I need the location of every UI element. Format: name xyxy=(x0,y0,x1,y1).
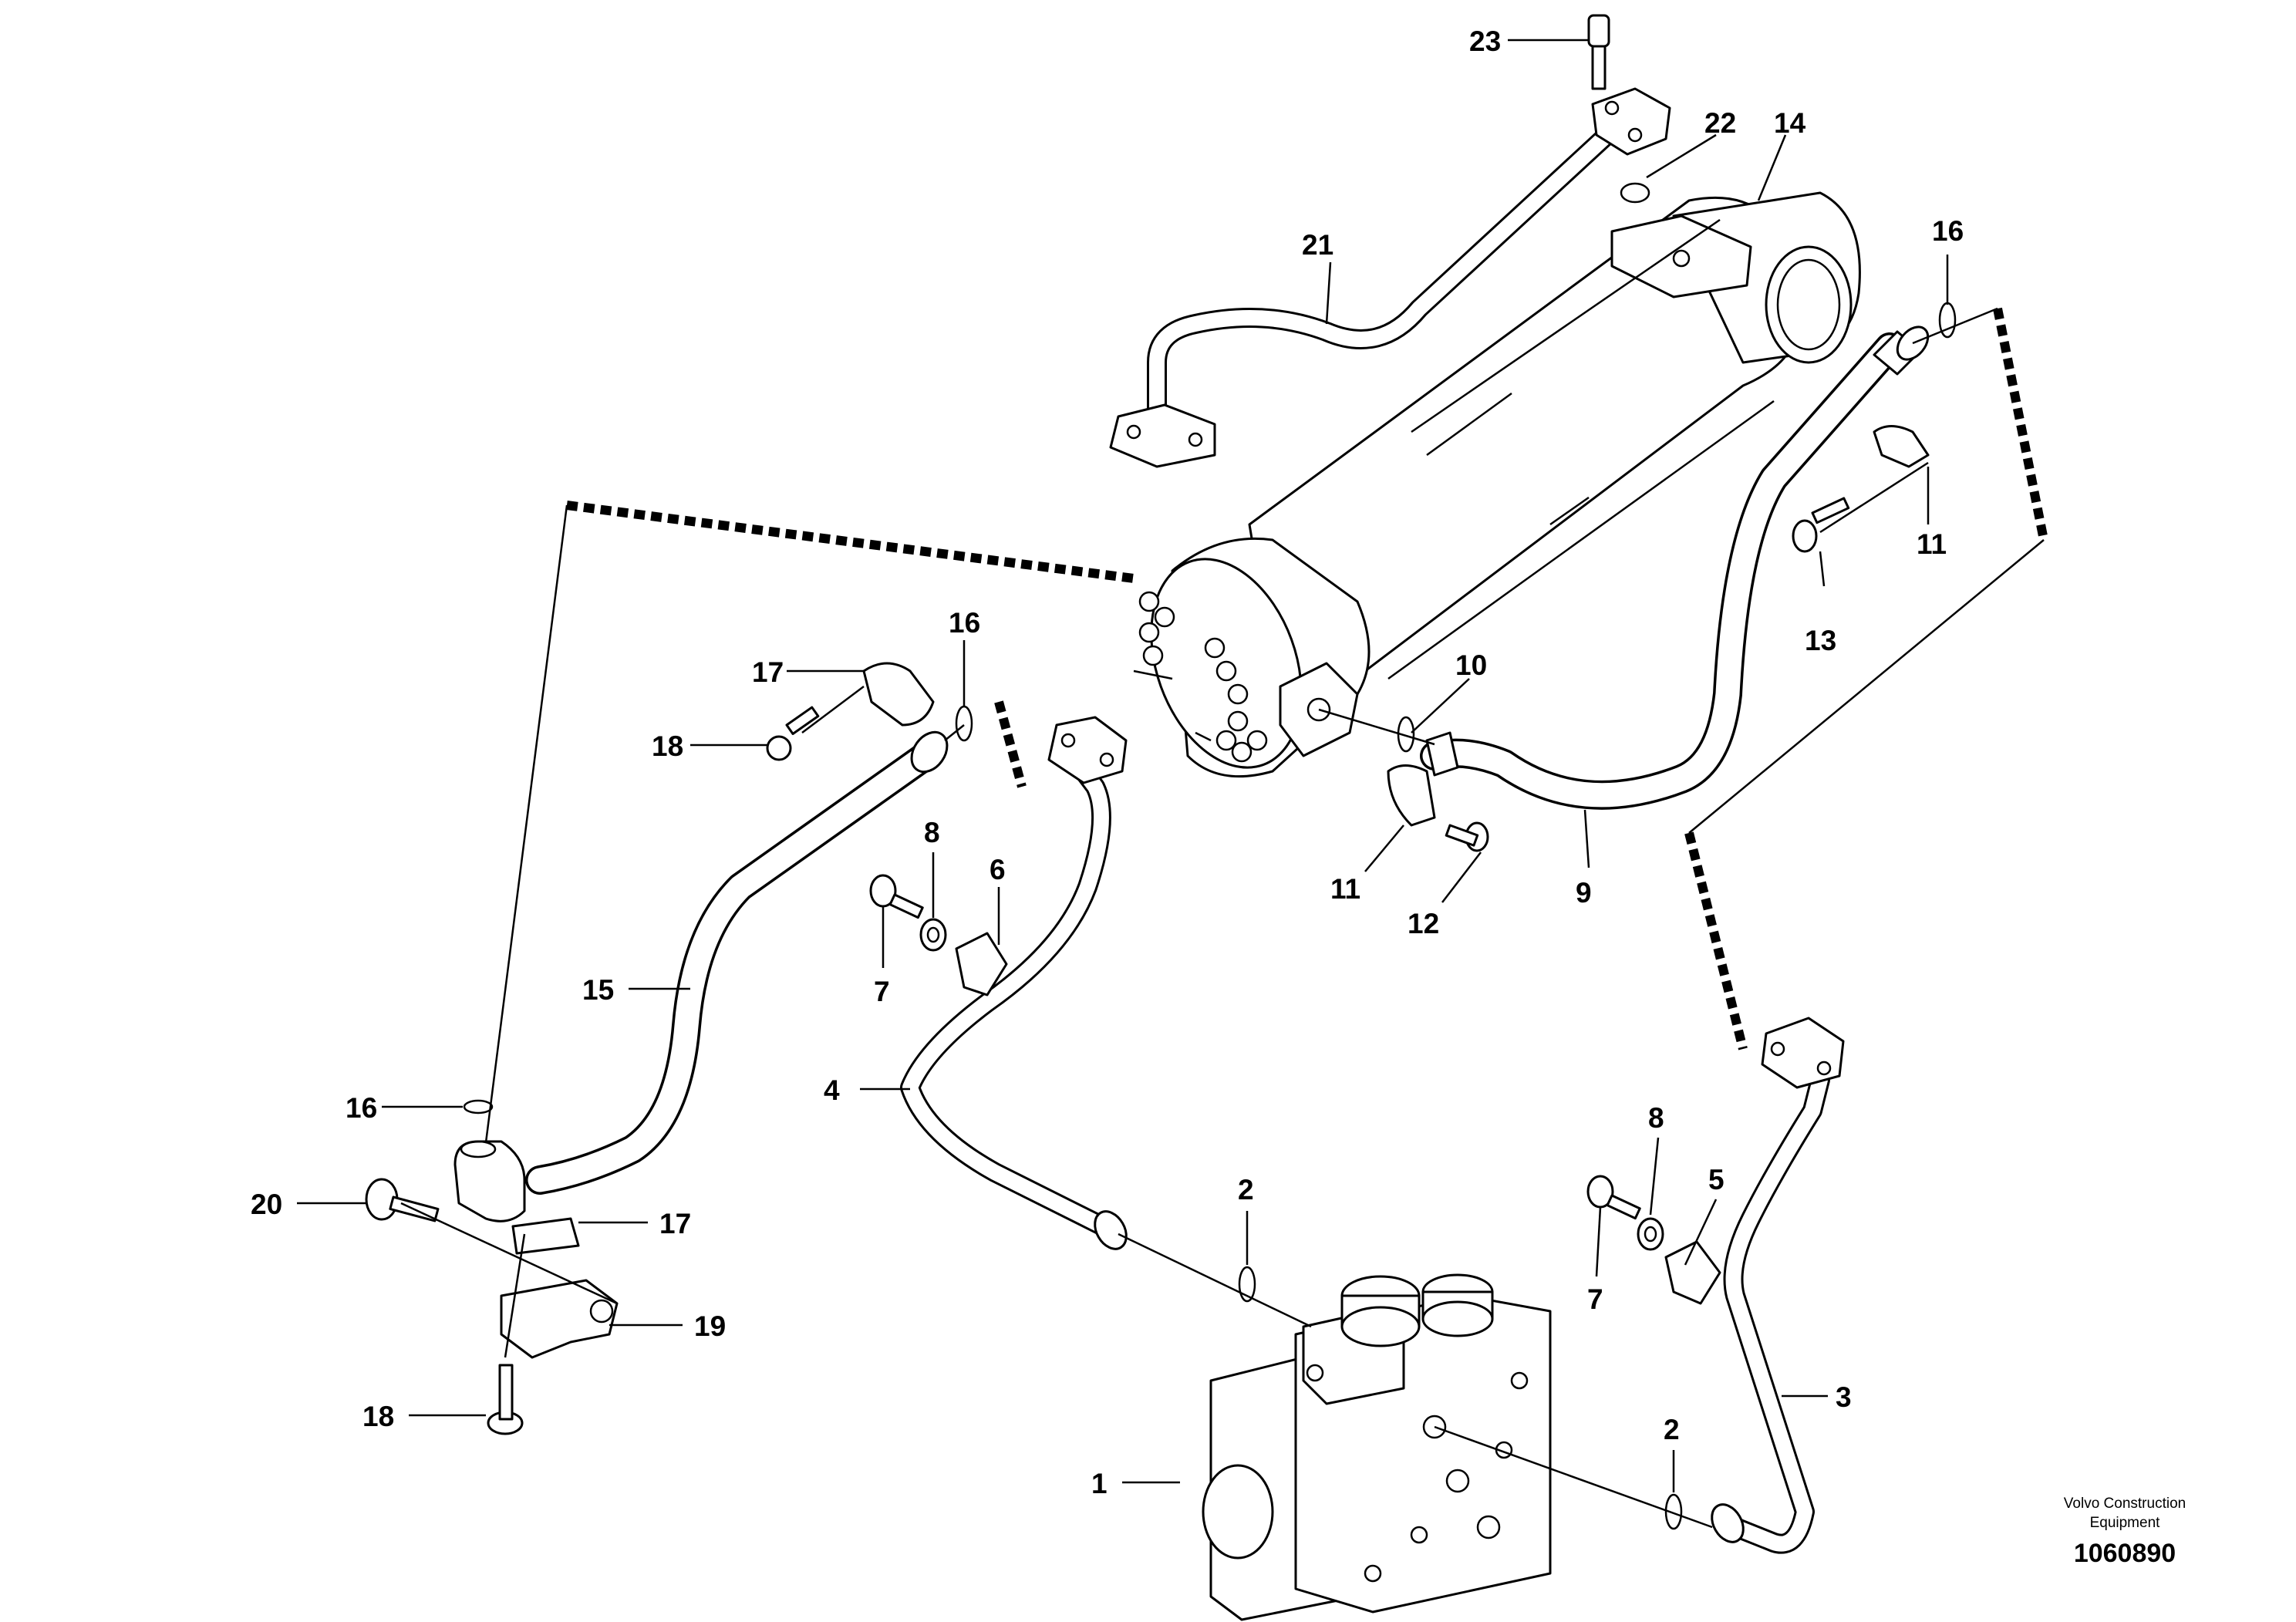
callout-21: 21 xyxy=(1302,229,1333,261)
bolt-13 xyxy=(1792,497,1850,553)
callout-16-mid: 16 xyxy=(949,607,980,639)
o-rings xyxy=(463,302,1957,1530)
hydraulic-cylinder xyxy=(1133,191,1861,778)
brand-line-2: Equipment xyxy=(2090,1515,2161,1531)
callout-17-upper: 17 xyxy=(752,656,784,688)
callout-8-left: 8 xyxy=(924,817,940,848)
hose-15 xyxy=(453,730,949,1222)
callout-18-upper: 18 xyxy=(652,730,683,762)
callout-2-left: 2 xyxy=(1238,1174,1254,1206)
pipe-4 xyxy=(900,716,1128,1250)
callout-labels: 23 22 14 21 16 11 13 10 11 12 9 17 16 18… xyxy=(251,25,1964,1499)
callout-11-right: 11 xyxy=(1917,528,1947,560)
bolt-23 xyxy=(1587,14,1610,90)
sensor-5 xyxy=(1664,1240,1721,1305)
callout-17-lower: 17 xyxy=(659,1208,691,1239)
bolt-12 xyxy=(1445,821,1489,852)
callout-18-lower: 18 xyxy=(362,1401,394,1432)
callout-13: 13 xyxy=(1805,625,1836,656)
callout-6: 6 xyxy=(990,854,1006,885)
callout-11-lower: 11 xyxy=(1330,873,1360,905)
washer-8-right xyxy=(1637,1217,1664,1251)
callout-7-right: 7 xyxy=(1587,1283,1603,1315)
callout-15: 15 xyxy=(582,974,614,1006)
document-number: 1060890 xyxy=(2074,1539,2176,1568)
bolt-7-right xyxy=(1586,1175,1641,1220)
callout-8-right: 8 xyxy=(1648,1102,1664,1134)
callout-7-left: 7 xyxy=(874,976,890,1007)
callout-19: 19 xyxy=(694,1310,726,1342)
callout-4: 4 xyxy=(824,1074,840,1106)
callout-16-right: 16 xyxy=(1932,215,1964,247)
callout-22: 22 xyxy=(1704,107,1736,139)
bracket-19 xyxy=(500,1279,619,1359)
bolt-18-lower xyxy=(487,1364,524,1435)
cylinder-bolts xyxy=(1138,591,1268,763)
brand-line-1: Volvo Construction xyxy=(2064,1496,2186,1512)
callout-14: 14 xyxy=(1774,107,1806,139)
callout-1: 1 xyxy=(1091,1468,1108,1499)
pipe-3 xyxy=(1711,1017,1845,1554)
control-valve xyxy=(1202,1273,1552,1621)
callout-16-left: 16 xyxy=(346,1092,377,1124)
pipe-21 xyxy=(1109,87,1671,468)
callout-3: 3 xyxy=(1836,1381,1852,1413)
sensor-6 xyxy=(955,932,1008,996)
washer-8-left xyxy=(919,918,947,952)
branding: Volvo Construction Equipment 1060890 xyxy=(2064,1496,2186,1568)
leader-lines xyxy=(297,39,1949,1492)
clamp-11-right xyxy=(1873,425,1930,468)
hose-9 xyxy=(1420,325,1930,810)
callout-23: 23 xyxy=(1469,25,1501,57)
clamp-17-lower xyxy=(511,1217,580,1255)
callout-12: 12 xyxy=(1408,908,1439,939)
clamp-11-lower xyxy=(1387,764,1436,827)
bolt-18-upper xyxy=(766,706,820,761)
dashed-connection-lines xyxy=(477,307,2048,1204)
bolt-7-left xyxy=(869,874,924,919)
connector-lines xyxy=(400,307,1998,1529)
clamp-17-upper xyxy=(862,662,935,727)
callout-9: 9 xyxy=(1576,877,1592,909)
callout-5: 5 xyxy=(1708,1164,1725,1195)
callout-20: 20 xyxy=(251,1189,282,1220)
callout-2-right: 2 xyxy=(1664,1414,1680,1445)
callout-10: 10 xyxy=(1455,649,1487,681)
